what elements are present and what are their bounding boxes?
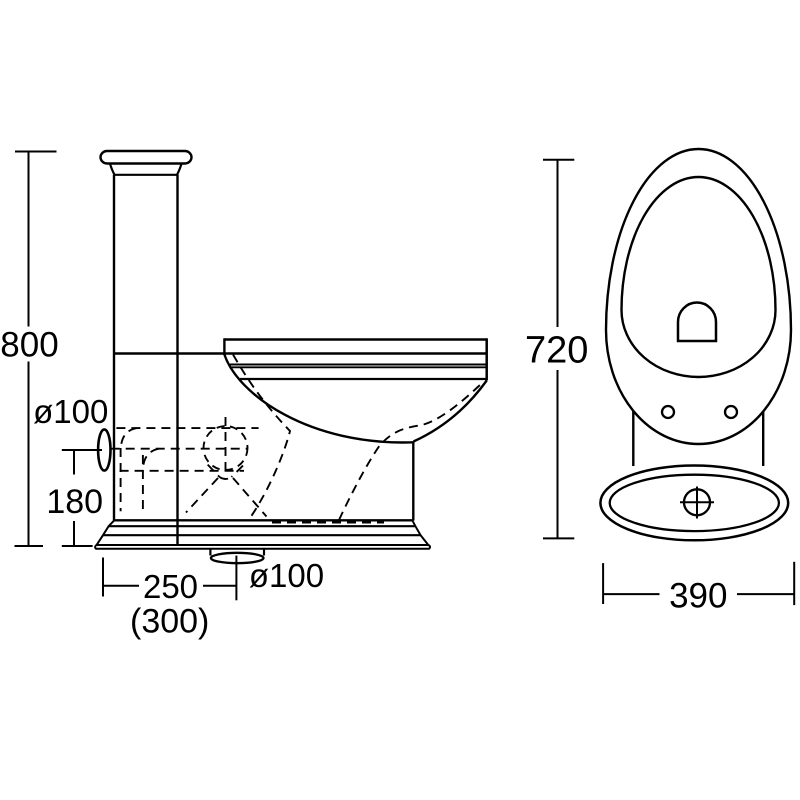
svg-text:ø100: ø100 [33,393,108,430]
svg-text:800: 800 [0,326,58,365]
svg-text:390: 390 [669,577,727,616]
svg-text:(300): (300) [130,603,209,641]
svg-text:720: 720 [525,330,588,372]
svg-text:180: 180 [46,483,103,521]
svg-text:ø100: ø100 [249,557,324,594]
svg-text:250: 250 [143,568,198,605]
